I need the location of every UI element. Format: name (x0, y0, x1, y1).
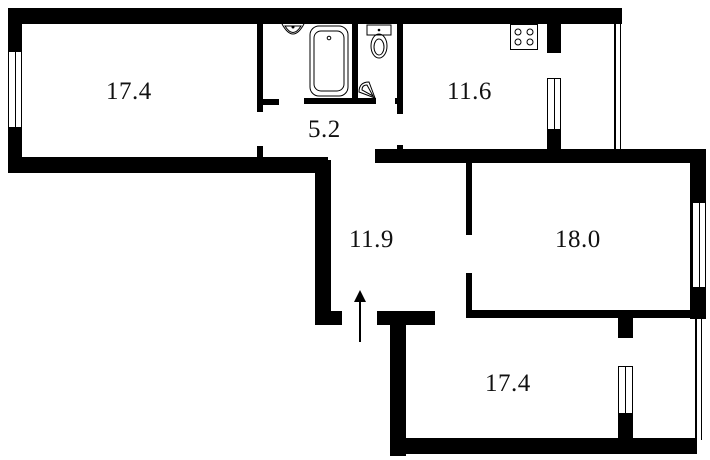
area-label-room-left-top: 17.4 (106, 78, 152, 105)
area-label-room-bottom: 17.4 (485, 370, 531, 397)
window-pane (554, 78, 555, 130)
wall (250, 8, 622, 24)
stove-icon (510, 24, 538, 50)
wall (466, 273, 472, 317)
sink-icon (281, 23, 305, 35)
wall (466, 310, 706, 318)
area-label-hall: 11.9 (349, 226, 394, 253)
wall (618, 316, 633, 338)
wall (375, 149, 705, 163)
window-pane (699, 202, 700, 288)
wall (257, 99, 279, 105)
wall (315, 311, 342, 325)
balcony-edge (695, 318, 697, 440)
area-label-room-right: 18.0 (555, 226, 601, 253)
wall (8, 157, 328, 173)
wall (315, 160, 331, 325)
wall (390, 311, 406, 456)
wall (547, 22, 561, 53)
wall (257, 146, 263, 160)
window-pane (625, 366, 626, 414)
wall (8, 8, 268, 24)
wall (395, 98, 399, 104)
wall (304, 98, 376, 104)
corner-sink-icon (358, 81, 376, 99)
wall (257, 22, 263, 112)
toilet-icon (366, 24, 392, 59)
wall (618, 414, 633, 440)
bathtub-icon (309, 25, 349, 97)
entrance-arrow-icon (354, 290, 366, 342)
wall (466, 163, 472, 235)
wall (352, 22, 358, 102)
balcony-edge (614, 22, 616, 150)
balcony-edge (620, 22, 621, 150)
wall (397, 22, 403, 114)
area-label-bathroom-corridor: 5.2 (308, 116, 341, 143)
wall (390, 438, 697, 454)
window-pane (15, 51, 16, 128)
area-label-kitchen: 11.6 (447, 78, 492, 105)
balcony-edge (701, 318, 702, 440)
wall (377, 311, 435, 325)
